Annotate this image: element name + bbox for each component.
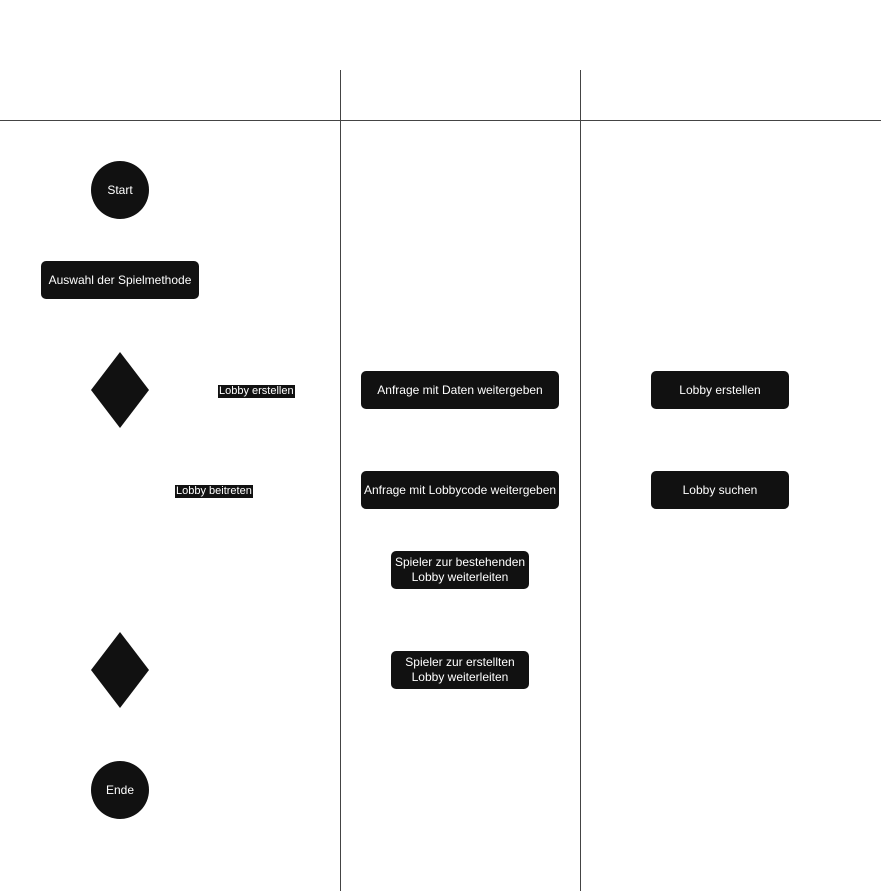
header-separator xyxy=(0,120,881,121)
lane-divider-1 xyxy=(340,70,341,891)
end-node: Ende xyxy=(91,761,149,819)
lane-divider-2 xyxy=(580,70,581,891)
choose-method-node: Auswahl der Spielmethode xyxy=(41,261,199,299)
redirect-existing-node: Spieler zur bestehenden Lobby weiterleit… xyxy=(391,551,529,589)
server-search-node: Lobby suchen xyxy=(651,471,789,509)
branch-label-create: Lobby erstellen xyxy=(218,385,295,398)
start-node: Start xyxy=(91,161,149,219)
redirect-created-node: Spieler zur erstellten Lobby weiterleite… xyxy=(391,651,529,689)
server-create-node: Lobby erstellen xyxy=(651,371,789,409)
forward-data-node: Anfrage mit Daten weitergeben xyxy=(361,371,559,409)
forward-code-node: Anfrage mit Lobbycode weitergeben xyxy=(361,471,559,509)
merge-diamond-bottom xyxy=(91,632,149,708)
decision-diamond-top xyxy=(91,352,149,428)
branch-label-join: Lobby beitreten xyxy=(175,485,253,498)
